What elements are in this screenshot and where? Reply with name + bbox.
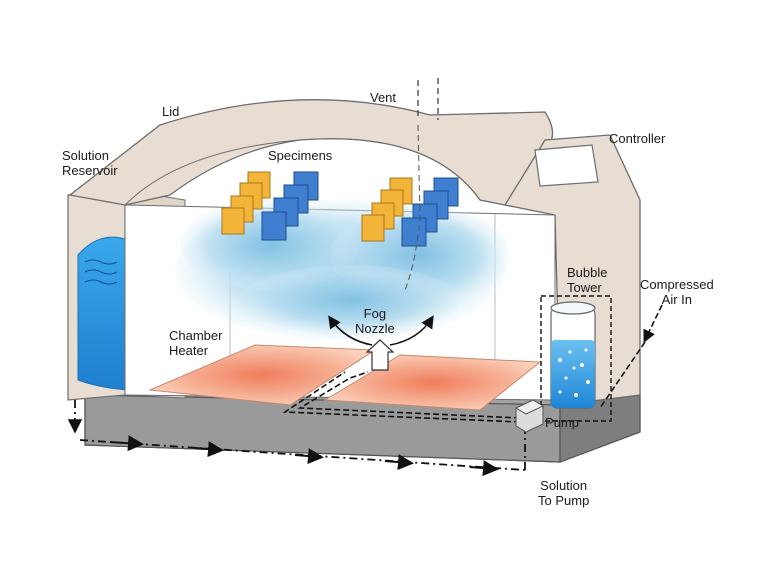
- controller-box: [503, 134, 641, 406]
- label-compressed-air-in: Compressed Air In: [640, 277, 714, 307]
- lid: [68, 99, 554, 206]
- specimens-group-right: [361, 177, 459, 247]
- vent-lines: [404, 78, 439, 291]
- pump: [514, 399, 545, 433]
- compressed-air-line: [599, 304, 663, 409]
- pump-to-nozzle-line: [282, 371, 521, 423]
- label-chamber-heater: Chamber Heater: [169, 328, 223, 358]
- label-fog-nozzle: Fog Nozzle: [355, 306, 395, 336]
- label-controller: Controller: [609, 131, 666, 146]
- label-pump: Pump: [545, 415, 579, 430]
- label-lid: Lid: [162, 104, 180, 119]
- fog-nozzle: [328, 315, 434, 371]
- label-solution-reservoir: Solution Reservoir: [62, 148, 118, 178]
- label-specimens: Specimens: [268, 148, 333, 163]
- label-vent: Vent: [370, 90, 397, 105]
- bubble-tower: [540, 295, 612, 422]
- label-solution-to-pump: Solution To Pump: [538, 478, 590, 508]
- solution-line: [67, 400, 526, 477]
- specimens-group-left: [221, 171, 319, 241]
- label-bubble-tower: Bubble Tower: [567, 265, 608, 295]
